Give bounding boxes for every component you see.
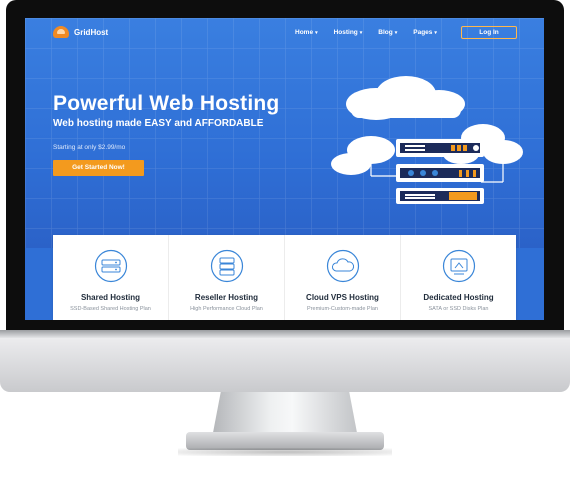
hero-subtitle: Web hosting made EASY and AFFORDABLE (53, 118, 264, 129)
cloud-logo-icon (53, 26, 69, 38)
feature-subtitle: SSD-Based Shared Hosting Plan (70, 306, 151, 312)
feature-subtitle: High Performance Cloud Plan (190, 306, 263, 312)
nav-item-hosting[interactable]: Hosting▾ (333, 29, 363, 36)
dedicated-server-icon (442, 249, 475, 283)
monitor-chin-edge (0, 330, 570, 338)
price-text: Starting at only $2.99/mo (53, 144, 126, 151)
feature-title: Dedicated Hosting (423, 293, 494, 302)
logo-text: GridHost (74, 27, 109, 37)
nav-item-home[interactable]: Home▾ (295, 29, 318, 36)
chevron-down-icon: ▾ (315, 29, 318, 36)
main-menu: Home▾ Hosting▾ Blog▾ Pages▾ (295, 29, 437, 36)
feature-subtitle: Premium-Custom-made Plan (307, 306, 378, 312)
feature-title: Shared Hosting (80, 293, 141, 302)
get-started-button[interactable]: Get Started Now! (53, 160, 144, 176)
top-nav: GridHost Home▾ Hosting▾ Blog▾ Pages▾ Log… (25, 18, 544, 48)
feature-card-cloud-vps[interactable]: Cloud VPS Hosting Premium-Custom-made Pl… (285, 235, 401, 320)
monitor-stand-neck (212, 392, 358, 438)
nav-item-pages[interactable]: Pages▾ (413, 29, 437, 36)
reseller-server-icon (210, 249, 243, 283)
feature-card-dedicated[interactable]: Dedicated Hosting SATA or SSD Disks Plan (401, 235, 516, 320)
chevron-down-icon: ▾ (394, 29, 398, 36)
cloud-server-illustration (331, 76, 523, 204)
monitor-chin (0, 330, 570, 392)
hero-background (25, 18, 544, 248)
monitor-stand-base (186, 432, 384, 450)
screen: GridHost Home▾ Hosting▾ Blog▾ Pages▾ Log… (25, 18, 544, 320)
feature-subtitle: SATA or SSD Disks Plan (428, 306, 489, 312)
server-stack-icon (94, 249, 127, 283)
feature-title: Cloud VPS Hosting (306, 293, 379, 302)
feature-card-reseller[interactable]: Reseller Hosting High Performance Cloud … (169, 235, 285, 320)
chevron-down-icon: ▾ (434, 29, 437, 36)
logo[interactable]: GridHost (53, 26, 108, 38)
hero-title: Powerful Web Hosting (53, 92, 280, 115)
feature-cards: Shared Hosting SSD-Based Shared Hosting … (53, 235, 516, 320)
chevron-down-icon: ▾ (359, 29, 363, 36)
login-button[interactable]: Log In (461, 26, 517, 39)
nav-item-blog[interactable]: Blog▾ (378, 29, 398, 36)
feature-title: Reseller Hosting (194, 293, 259, 302)
cloud-icon (326, 249, 359, 283)
stand-shadow (178, 448, 392, 456)
feature-card-shared[interactable]: Shared Hosting SSD-Based Shared Hosting … (53, 235, 169, 320)
hero-section: GridHost Home▾ Hosting▾ Blog▾ Pages▾ Log… (25, 18, 544, 248)
